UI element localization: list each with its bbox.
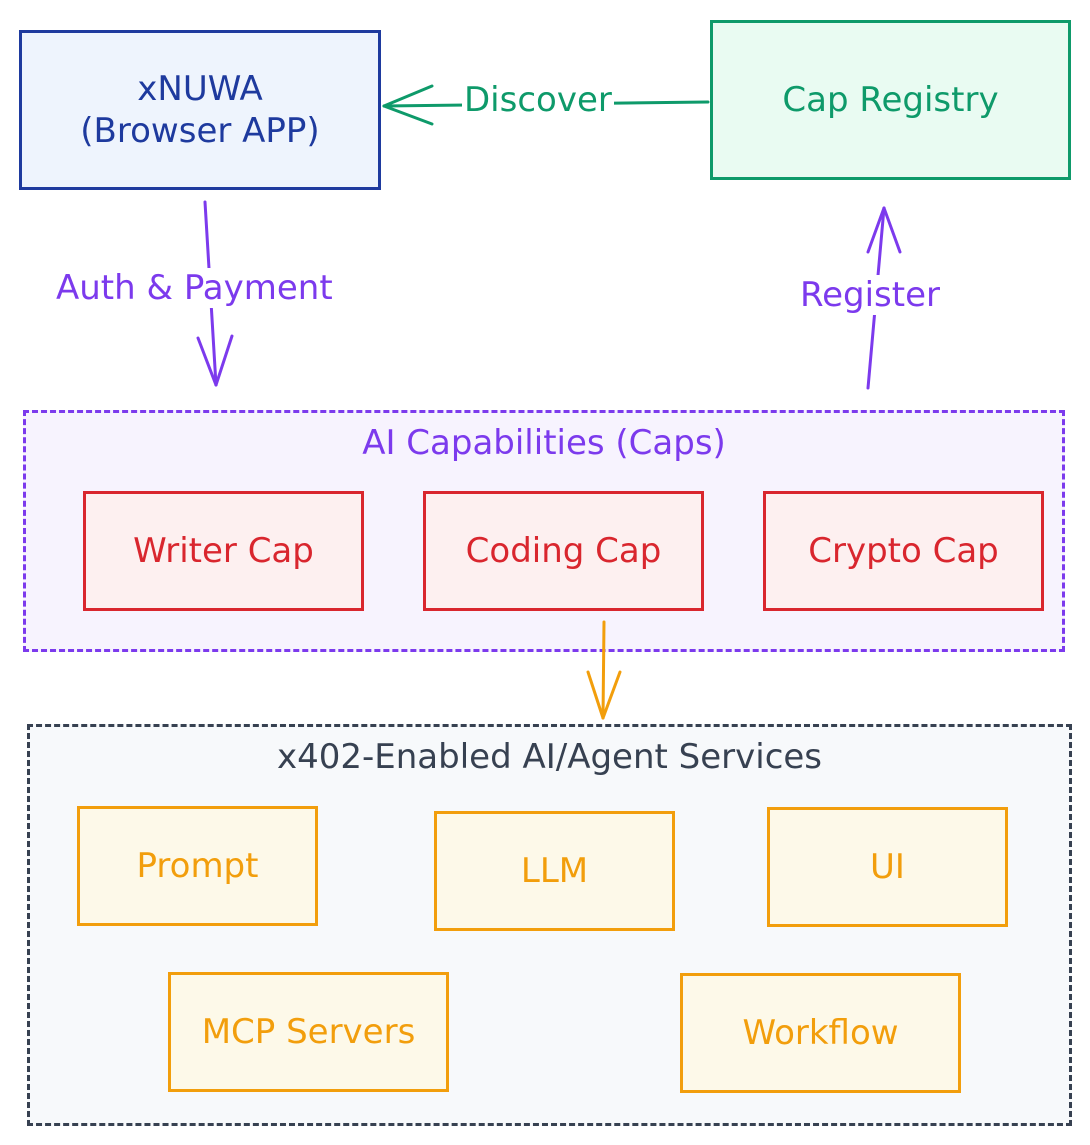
llm-node: LLM [434,811,675,931]
mcp-servers-node: MCP Servers [168,972,449,1092]
crypto-cap-node: Crypto Cap [763,491,1044,611]
crypto-cap-label: Crypto Cap [808,530,999,571]
cap-registry-node: Cap Registry [710,20,1071,180]
coding-cap-label: Coding Cap [465,530,662,571]
workflow-node: Workflow [680,973,961,1093]
coding-cap-node: Coding Cap [423,491,704,611]
register-label: Register [798,275,942,315]
caps-group-title: AI Capabilities (Caps) [362,423,726,463]
llm-label: LLM [520,850,589,891]
writer-cap-label: Writer Cap [133,530,314,571]
ui-label: UI [870,846,905,887]
discover-label: Discover [462,80,614,120]
mcp-servers-label: MCP Servers [201,1011,416,1052]
auth-payment-label: Auth & Payment [54,268,335,308]
xnuwa-node-title: xNUWA [137,68,263,109]
prompt-node: Prompt [77,806,318,926]
caps-to-services-arrow [586,620,622,720]
xnuwa-node-subtitle: (Browser APP) [80,111,320,151]
services-group-title: x402-Enabled AI/Agent Services [276,737,823,777]
prompt-label: Prompt [136,845,259,886]
cap-registry-label: Cap Registry [782,79,999,120]
workflow-label: Workflow [742,1012,899,1053]
ui-node: UI [767,807,1008,927]
writer-cap-node: Writer Cap [83,491,364,611]
xnuwa-node: xNUWA (Browser APP) [19,30,381,190]
